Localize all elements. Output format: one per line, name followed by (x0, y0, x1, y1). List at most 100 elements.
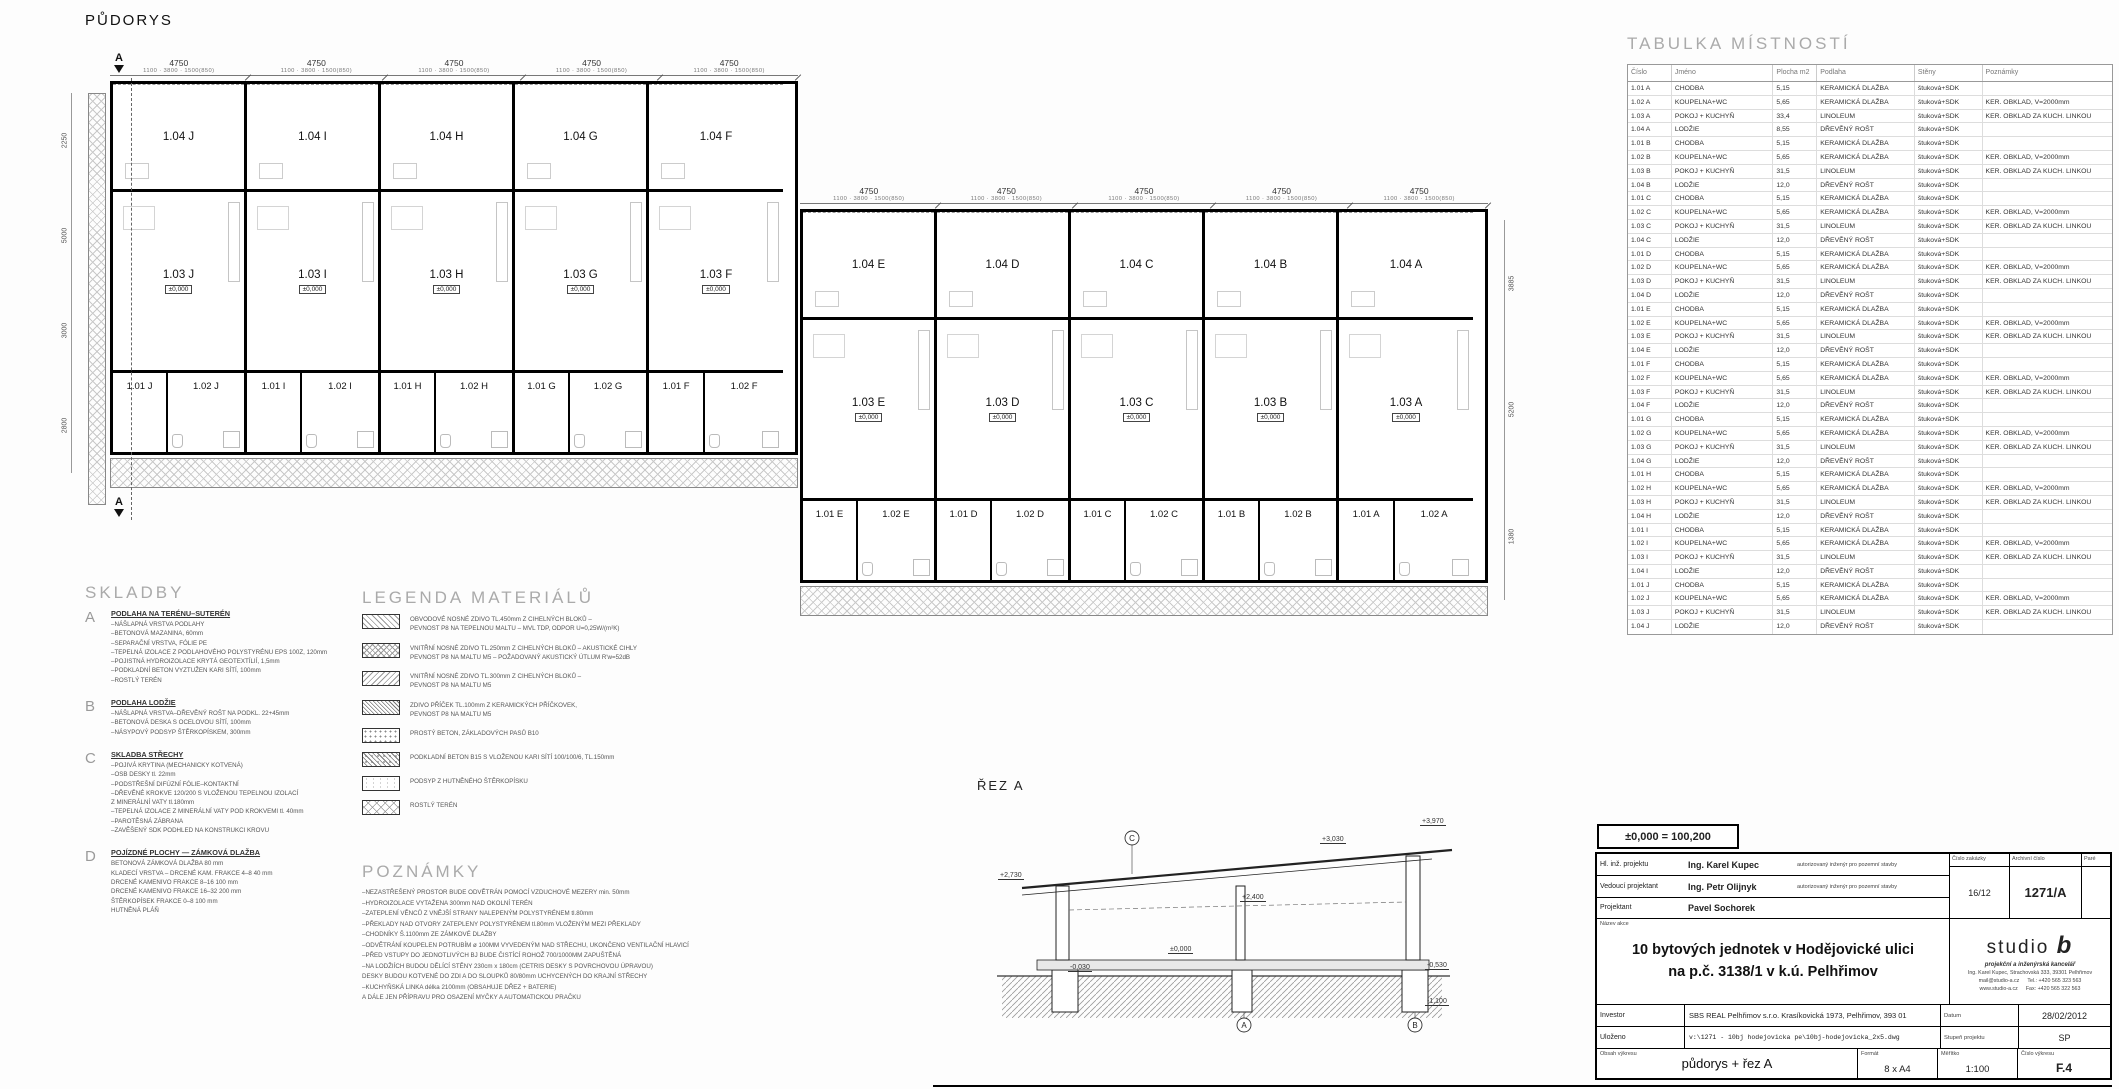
entry-rooms: 1.01 D 1.02 D (937, 498, 1068, 580)
bathroom: 1.02 G (570, 373, 646, 452)
room-label-main: 1.03 G (563, 268, 598, 281)
elevation-marker: ±0,000 (298, 284, 327, 294)
cell-area: 5,65 (1773, 537, 1818, 551)
cell-number: 1.04 H (1628, 509, 1672, 523)
dimension-subvalues: 1100 · 3800 · 1500(850) (143, 68, 215, 74)
dimension-subvalues: 1100 · 3800 · 1500(850) (1108, 196, 1180, 202)
cell-area: 31,5 (1773, 440, 1818, 454)
date-label: Datum (1940, 1005, 2018, 1026)
cell-floor: LINOLEUM (1817, 219, 1915, 233)
note-line: –NA LODŽIÍCH BUDOU DĚLÍCÍ STĚNY 230cm x … (362, 962, 653, 981)
table-row: 1.02 I KOUPELNA+WC 5,65 KERAMICKÁ DLAŽBA… (1628, 537, 2112, 552)
cell-area: 5,15 (1773, 247, 1818, 261)
dimension-subvalues: 1100 · 3800 · 1500(850) (1383, 196, 1455, 202)
elevation-marker: ±0,000 (1392, 412, 1420, 422)
table-row: 1.02 G KOUPELNA+WC 5,65 KERAMICKÁ DLAŽBA… (1628, 426, 2112, 441)
dimension-value: 4750 (306, 58, 326, 68)
table-row: 1.02 A KOUPELNA+WC 5,65 KERAMICKÁ DLAŽBA… (1628, 95, 2112, 110)
cell-walls: štuková+SDK (1915, 495, 1983, 509)
dimension-value: 4750 (1134, 186, 1154, 196)
cell-walls: štuková+SDK (1915, 523, 1983, 537)
cell-area: 5,15 (1773, 302, 1818, 316)
cell-notes (1983, 303, 2112, 316)
cell-notes: KER. OBKLAD, V=2000mm (1985, 209, 2070, 217)
section-arrow-icon (114, 509, 124, 517)
room-label-loggia: 1.04 G (563, 131, 598, 143)
elevation-marker: ±0,000 (432, 284, 461, 294)
cell-notes (1983, 192, 2112, 205)
table-row: 1.01 B CHODBA 5,15 KERAMICKÁ DLAŽBA štuk… (1628, 137, 2112, 151)
cell-area: 31,5 (1773, 330, 1818, 344)
cell-notes: KER. OBKLAD, V=2000mm (1985, 540, 2070, 548)
floor-plan-left-block: 4750 1100 · 3800 · 1500(850) 4750 1100 ·… (110, 58, 798, 488)
cell-area: 5,65 (1773, 426, 1818, 440)
cell-notes (1983, 234, 2112, 247)
designer-label: Projektant (1600, 904, 1632, 911)
cell-number: 1.04 J (1628, 620, 1672, 634)
elevation-marker: ±0,000 (1122, 412, 1151, 422)
cell-floor: DŘEVĚNÝ ROŠT (1817, 509, 1915, 523)
cell-name: CHODBA (1672, 247, 1774, 261)
room-label-bath: 1.02 C (1150, 509, 1178, 520)
cell-floor: KERAMICKÁ DLAŽBA (1817, 413, 1915, 426)
room-label-loggia: 1.04 E (851, 259, 886, 271)
legend-item-label: PROSTÝ BETON, ZÁKLADOVÝCH PASŮ B10 (410, 730, 539, 738)
cell-floor: KERAMICKÁ DLAŽBA (1817, 426, 1915, 440)
room-label-bath: 1.02 G (593, 381, 623, 392)
cell-area: 33,4 (1773, 109, 1818, 123)
table-row: 1.03 H POKOJ + KUCHYŇ 31,5 LINOLEUM štuk… (1628, 495, 2112, 510)
cell-notes (1983, 455, 2112, 468)
cell-floor: KERAMICKÁ DLAŽBA (1817, 247, 1915, 261)
cell-floor: DŘEVĚNÝ ROŠT (1817, 620, 1915, 634)
cell-number: 1.01 H (1628, 468, 1672, 482)
format-value: 8 x A4 (1884, 1064, 1911, 1075)
cell-number: 1.04 C (1628, 233, 1672, 247)
composition-layers: –POJIVÁ KRYTINA (MECHANICKY KOTVENÁ) –OS… (111, 761, 304, 835)
hall-room: 1.01 F (649, 373, 706, 452)
cell-area: 5,15 (1773, 523, 1818, 537)
room-table-body: 1.01 A CHODBA 5,15 KERAMICKÁ DLAŽBA štuk… (1628, 82, 2112, 634)
column-header: Plocha m2 (1773, 65, 1818, 81)
cell-notes: KER. OBKLAD, V=2000mm (1985, 319, 2070, 327)
cell-notes (1983, 510, 2112, 523)
room-label-hall: 1.01 I (261, 381, 286, 392)
dimension-value: 1380 (1508, 528, 1516, 545)
level-label: +2,400 (1240, 894, 1266, 902)
unit-module: 1.04 J 1.03 J ±0,000 1.01 J 1.02 J (113, 84, 247, 452)
cell-name: CHODBA (1672, 413, 1774, 426)
bathroom: 1.02 J (168, 373, 244, 452)
file-label: Uloženo (1597, 1027, 1685, 1048)
cell-walls: štuková+SDK (1915, 261, 1983, 275)
cell-name: LODŽIE (1672, 564, 1774, 578)
unit-module: 1.04 B 1.03 B ±0,000 1.01 B 1.02 B (1205, 212, 1339, 580)
cell-name: POKOJ + KUCHYŇ (1672, 495, 1774, 509)
studio-logo-b: b (2056, 931, 2074, 959)
cell-floor: KERAMICKÁ DLAŽBA (1817, 137, 1915, 150)
room-label-hall: 1.01 H (393, 381, 422, 392)
section-arrow-icon (114, 65, 124, 73)
studio-address: Ing. Karel Kupec, Strachovská 333, 39301… (1967, 969, 2093, 976)
cell-notes: KER. OBKLAD ZA KUCH. LINKOU (1985, 443, 2092, 451)
dimension-value: 4750 (169, 58, 189, 68)
cell-floor: DŘEVĚNÝ ROŠT (1817, 178, 1915, 192)
project-name-line1: 10 bytových jednotek v Hodějovické ulici (1631, 942, 1915, 959)
designer-row: Projektant Pavel Sochorek (1597, 898, 1949, 917)
level-label: +2,730 (998, 872, 1024, 880)
table-row: 1.04 D LODŽIE 12,0 DŘEVĚNÝ ROŠT štuková+… (1628, 288, 2112, 303)
column-header: Jméno (1672, 65, 1774, 81)
cell-walls: štuková+SDK (1915, 399, 1983, 413)
cell-number: 1.03 A (1628, 109, 1672, 123)
hatch-swatch-icon (362, 776, 400, 792)
elevation-marker: ±0,000 (854, 412, 883, 422)
scale-label: Měřítko (1941, 1051, 1960, 1057)
cell-name: KOUPELNA+WC (1672, 592, 1774, 606)
cell-area: 31,5 (1773, 495, 1818, 509)
legend-item: ZDIVO PŘÍČEK TL.100mm Z KERAMICKÝCH PŘÍČ… (362, 699, 802, 720)
main-room: 1.03 E ±0,000 (803, 320, 934, 498)
composition-group: C SKLADBA STŘECHY –POJIVÁ KRYTINA (MECHA… (85, 750, 357, 835)
dimension-value: 4750 (444, 58, 464, 68)
cell-area: 5,65 (1773, 316, 1818, 330)
cell-name: KOUPELNA+WC (1672, 206, 1774, 219)
